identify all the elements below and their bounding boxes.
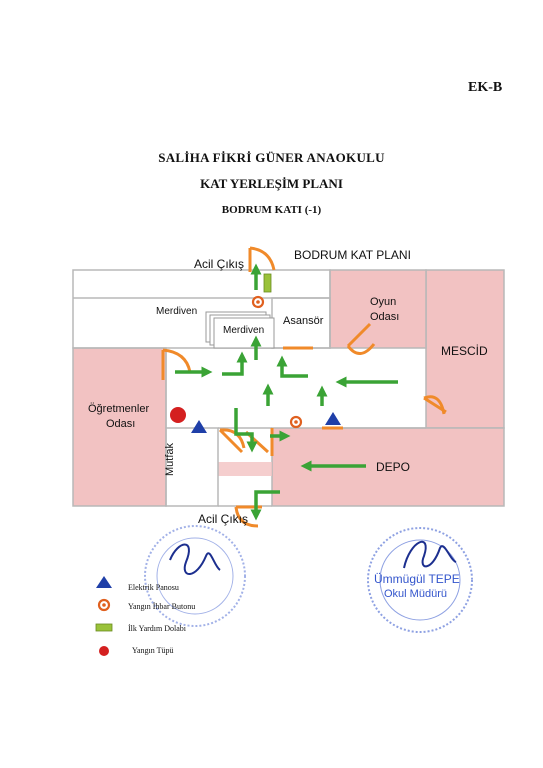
official-stamp <box>144 525 246 627</box>
mutfak-box <box>165 427 219 507</box>
exit-top-label: Acil Çıkış <box>194 257 245 271</box>
floor-label: BODRUM KATI (-1) <box>221 204 322 216</box>
signature-left <box>169 543 221 575</box>
oyun-room <box>329 269 427 349</box>
school-name: SALİHA FİKRİ GÜNER ANAOKULU <box>158 150 385 165</box>
first-aid-cabinet-icon <box>95 623 113 632</box>
fire-extinguisher-icon <box>170 407 186 423</box>
room-ogretmenler-line2: Odası <box>106 418 136 430</box>
principal-role: Okul Müdürü <box>384 588 447 600</box>
room-merdiven-2: Merdiven <box>223 325 265 336</box>
symbols <box>170 273 341 433</box>
exit-bottom-label: Acil Çıkış <box>198 512 249 526</box>
rooms-layer <box>72 269 505 507</box>
legend-label-first-aid: İlk Yardım Dolabı <box>128 624 186 633</box>
electric-panel-icon <box>191 420 207 433</box>
legend-symbols <box>95 576 113 656</box>
room-oyun-line1: Oyun <box>370 296 397 308</box>
evacuation-arrows <box>175 263 398 521</box>
first-aid-cabinet-icon <box>263 273 272 293</box>
room-asansor: Asansör <box>283 315 324 327</box>
signature-right <box>403 540 457 569</box>
room-oyun-line2: Odası <box>370 311 400 323</box>
room-merdiven-1: Merdiven <box>156 306 198 317</box>
fire-extinguisher-icon <box>99 646 109 656</box>
mescid-room <box>425 269 505 429</box>
legend-label-alarm: Yangın İhbar Butonu <box>128 602 196 611</box>
doors <box>161 246 447 528</box>
document-code: EK-B <box>468 80 503 95</box>
room-mutfak: Mutfak <box>164 442 176 476</box>
plan-title: KAT YERLEŞİM PLANI <box>200 176 343 191</box>
principal-name: Ümmügül TEPE <box>374 572 460 586</box>
legend-label-extinguisher: Yangın Tüpü <box>132 646 174 655</box>
ogretmenler-room <box>72 347 167 507</box>
top-building-band <box>72 269 331 349</box>
electric-panel-icon <box>325 412 341 425</box>
school-stamp <box>367 527 473 633</box>
legend-label-electric: Elektrik Panosu <box>128 583 179 592</box>
walls-layer <box>72 269 426 507</box>
triangle-icon <box>96 576 112 588</box>
room-ogretmenler-line1: Öğretmenler <box>88 403 150 415</box>
room-mescid: MESCİD <box>441 344 488 358</box>
kitchen-strip <box>218 462 272 476</box>
plan-heading: BODRUM KAT PLANI <box>294 248 411 262</box>
room-depo: DEPO <box>376 460 411 474</box>
